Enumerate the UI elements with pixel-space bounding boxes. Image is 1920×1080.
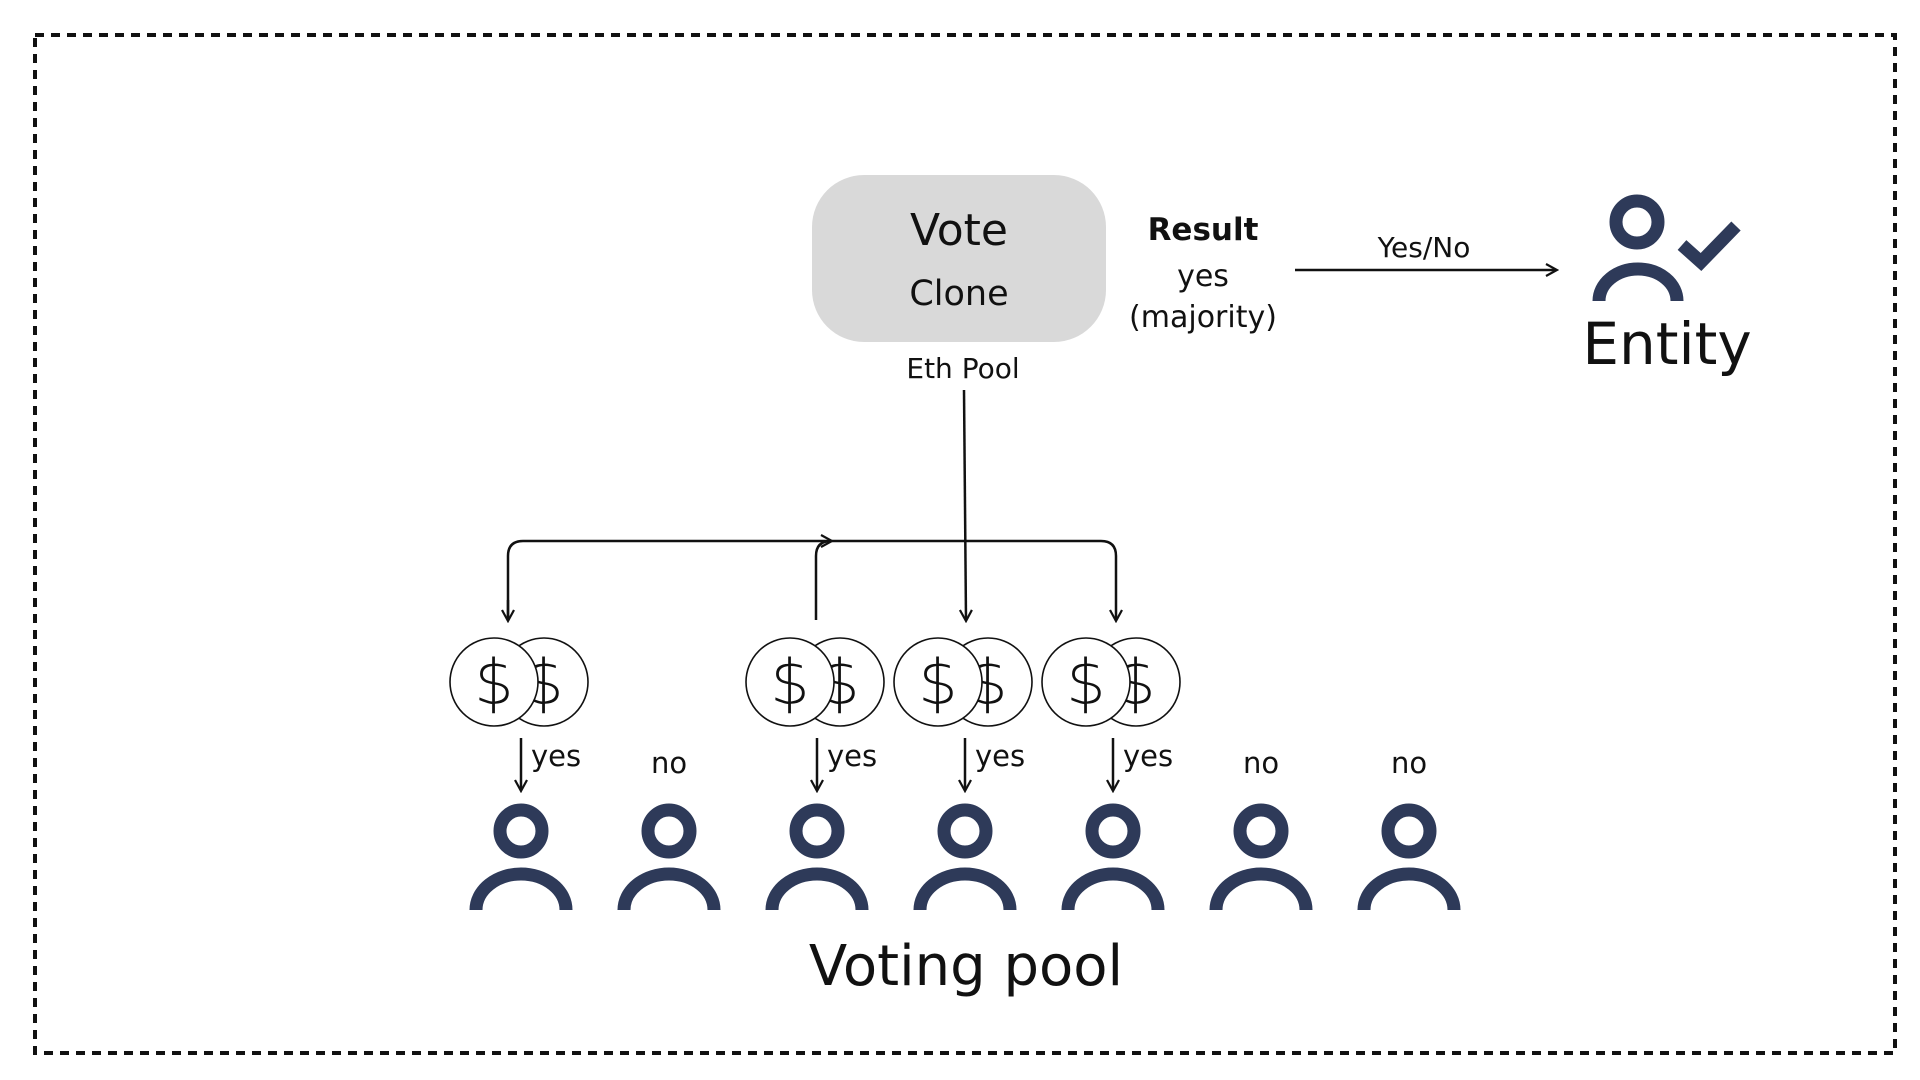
vote-label-5: yes [1123,739,1173,773]
vote-label-3: yes [827,739,877,773]
voter-6-icon [1209,803,1313,911]
vote-box-rect [812,175,1106,342]
voter-1-icon [469,803,573,911]
vote-clone-box: Vote Clone [812,175,1106,342]
voters-layer [469,803,1461,911]
vote-label-6: no [1243,746,1279,780]
coins-layer: $$$$$$$$ [449,637,1181,727]
result-value: yes [1177,259,1229,294]
eth-pool-label: Eth Pool [906,352,1019,385]
vote-box-title: Vote [910,205,1008,256]
result-note: (majority) [1129,300,1277,335]
coin-stack-3-icon: $$ [745,637,885,727]
coin-stack-1-icon: $$ [449,637,589,727]
result-arrow-label: Yes/No [1377,231,1471,264]
vote-label-1: yes [531,739,581,773]
coin-stack-4-icon: $$ [893,637,1033,727]
coin-stack-5-icon: $$ [1041,637,1181,727]
result-block: Result yes (majority) [1129,212,1277,335]
vote-box-subtitle: Clone [909,274,1008,314]
vote-label-4: yes [975,739,1025,773]
svg-text:$: $ [770,646,809,719]
voter-5-icon [1061,803,1165,911]
voter-2-icon [617,803,721,911]
pool-trunk-line [964,389,966,620]
voter-4-icon [913,803,1017,911]
distribution-tree [506,389,1116,620]
svg-text:$: $ [1066,646,1105,719]
voter-7-icon [1357,803,1461,911]
vote-label-2: no [651,746,687,780]
result-heading: Result [1148,212,1259,248]
distribution-branch-middle [814,541,831,620]
svg-text:$: $ [474,646,513,719]
vote-label-7: no [1391,746,1427,780]
distribution-bus-line [506,539,1116,620]
voter-3-icon [765,803,869,911]
user-check-icon [1592,194,1741,302]
entity: Entity [1582,194,1752,378]
entity-label: Entity [1582,310,1751,378]
svg-text:$: $ [918,646,957,719]
votes-layer: yes no yes yes yes no no [521,738,1427,790]
voting-pool-caption: Voting pool [809,934,1123,999]
dashed-frame [33,33,1897,1055]
